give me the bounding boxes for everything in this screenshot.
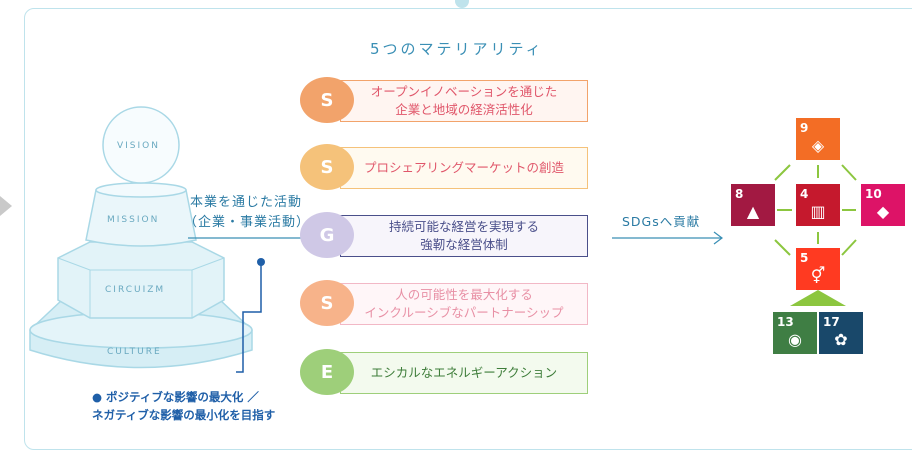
materiality-letter: E bbox=[300, 349, 354, 395]
mission-label: MISSION bbox=[107, 215, 160, 225]
sdg-tile-10: 10 ◆ bbox=[861, 184, 905, 226]
sdg-pyramid-arrow bbox=[790, 290, 846, 306]
materiality-3: 持続可能な経営を実現する 強靭な経営体制 G bbox=[300, 212, 600, 258]
cube-icon: ◈ bbox=[811, 136, 825, 155]
materiality-letter: S bbox=[300, 280, 354, 326]
materiality-text: 人の可能性を最大化する インクルーシブなパートナーシップ bbox=[340, 283, 588, 325]
materiality-text: 持続可能な経営を実現する 強靭な経営体制 bbox=[340, 215, 588, 257]
chart-up-icon: ▲ bbox=[746, 202, 760, 221]
vision-label: VISION bbox=[117, 141, 160, 151]
sdg-label: SDGsへ貢献 bbox=[622, 214, 701, 229]
materiality-text: エシカルなエネルギーアクション bbox=[340, 352, 588, 394]
materiality-4: 人の可能性を最大化する インクルーシブなパートナーシップ S bbox=[300, 280, 600, 326]
culture-label: CULTURE bbox=[107, 347, 162, 357]
materiality-2: プロシェアリングマーケットの創造 S bbox=[300, 144, 600, 190]
materiality-letter: G bbox=[300, 212, 354, 258]
pyramid-culture bbox=[29, 299, 253, 369]
diagram-title: 5つのマテリアリティ bbox=[370, 40, 544, 58]
materiality-text: オープンイノベーションを通じた 企業と地域の経済活性化 bbox=[340, 80, 588, 122]
note-connector bbox=[236, 262, 262, 373]
activity-label-line2: （企業・事業活動） bbox=[184, 215, 311, 230]
sdg-tile-17: 17 ✿ bbox=[819, 312, 863, 354]
sdg-tile-8: 8 ▲ bbox=[731, 184, 775, 226]
circuizm-label: CIRCUIZM bbox=[105, 285, 166, 295]
materiality-5: エシカルなエネルギーアクション E bbox=[300, 349, 600, 395]
rings-icon: ✿ bbox=[834, 330, 848, 349]
book-icon: ▥ bbox=[810, 202, 826, 221]
top-notch bbox=[455, 0, 469, 8]
sdg-tile-13: 13 ◉ bbox=[773, 312, 817, 354]
materiality-text: プロシェアリングマーケットの創造 bbox=[340, 147, 588, 189]
pyramid-mission bbox=[85, 182, 197, 247]
sdg-tile-5: 5 ⚥ bbox=[796, 248, 840, 290]
sdg-tile-9: 9 ◈ bbox=[796, 118, 840, 160]
equality-icon: ◆ bbox=[876, 202, 890, 221]
pyramid-graphic bbox=[29, 106, 857, 373]
pyramid-vision bbox=[102, 106, 180, 184]
materiality-1: オープンイノベーションを通じた 企業と地域の経済活性化 S bbox=[300, 77, 600, 123]
sdg-arrows bbox=[774, 164, 857, 256]
gender-icon: ⚥ bbox=[810, 266, 826, 285]
note-dot bbox=[257, 258, 265, 266]
impact-note-line2: ネガティブな影響の最小化を目指す bbox=[92, 408, 276, 422]
pyramid-circuizm bbox=[57, 241, 225, 319]
sdg-tile-4: 4 ▥ bbox=[796, 184, 840, 226]
sdg-arrow-head bbox=[713, 231, 723, 245]
impact-note-line1: ● ポジティブな影響の最大化 ／ bbox=[92, 390, 259, 404]
eye-earth-icon: ◉ bbox=[788, 330, 802, 349]
materiality-letter: S bbox=[300, 144, 354, 190]
activity-label-line1: 本業を通じた活動 bbox=[190, 195, 303, 210]
materiality-letter: S bbox=[300, 77, 354, 123]
impact-note: ● ポジティブな影響の最大化 ／ ネガティブな影響の最小化を目指す bbox=[92, 388, 275, 424]
